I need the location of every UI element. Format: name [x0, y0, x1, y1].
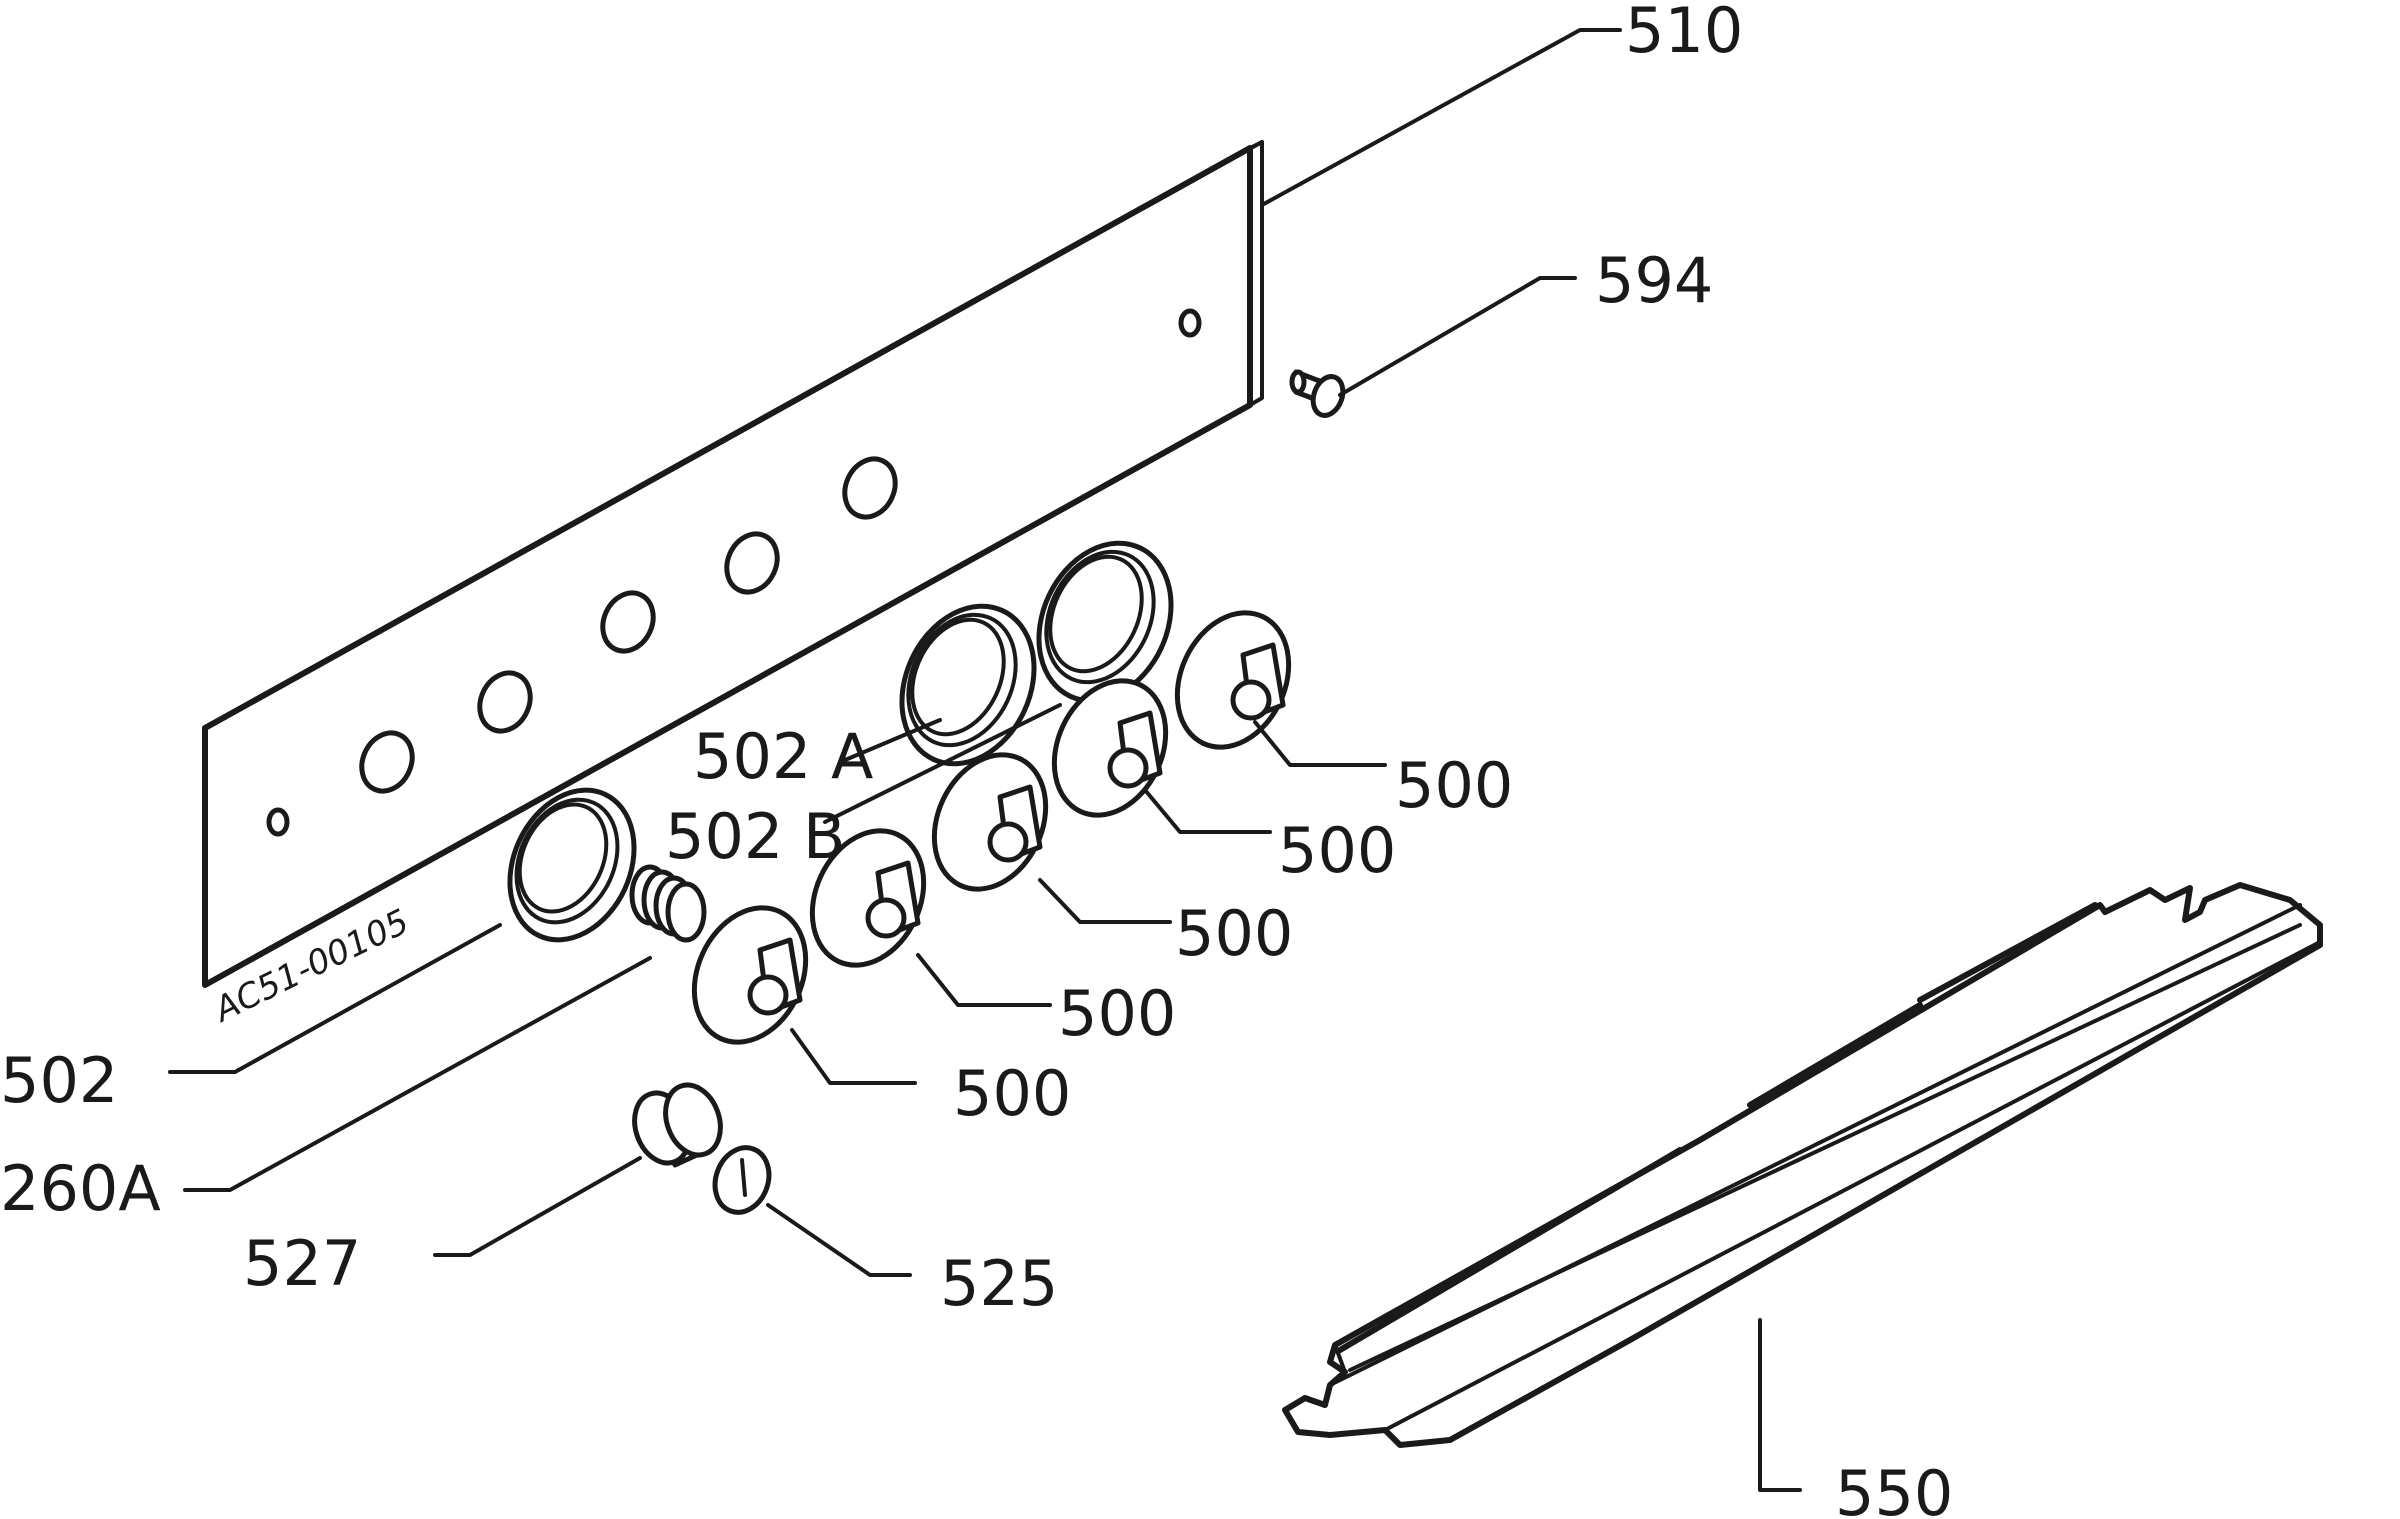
- knob-4: [1051, 678, 1169, 818]
- bezel-ring-502a: [899, 603, 1037, 767]
- label-502b: 502 B: [665, 800, 846, 873]
- knob-1: [691, 905, 809, 1045]
- screw: [1289, 369, 1346, 418]
- control-panel: [202, 140, 1264, 988]
- label-510: 510: [1625, 0, 1743, 67]
- label-260a: 260A: [0, 1152, 161, 1225]
- label-500-4: 500: [1058, 977, 1176, 1050]
- trim-strip: [1282, 882, 2323, 1448]
- label-502a: 502 A: [693, 720, 873, 793]
- panel-knob-hole-3: [600, 590, 656, 654]
- label-527: 527: [243, 1227, 361, 1300]
- label-550: 550: [1835, 1457, 1953, 1519]
- panel-knob-hole-1: [359, 730, 415, 794]
- label-502: 502: [0, 1044, 118, 1117]
- leader-lines: [168, 28, 1802, 1492]
- panel-screw-hole-right: [1178, 308, 1202, 338]
- panel-screw-hole-left: [266, 807, 290, 837]
- bezel-ring-502b: [1036, 540, 1174, 704]
- knob-2: [809, 828, 927, 968]
- label-500-5: 500: [953, 1057, 1071, 1130]
- label-500-3: 500: [1175, 897, 1293, 970]
- button-cap: [712, 1145, 772, 1215]
- panel-knob-hole-4: [724, 531, 780, 595]
- panel-knob-hole-5: [842, 456, 898, 520]
- panel-knob-hole-2: [477, 670, 533, 734]
- bezel-ring-502: [507, 787, 637, 943]
- spring: [629, 864, 707, 943]
- label-500-1: 500: [1395, 749, 1513, 822]
- push-button: [632, 1082, 723, 1168]
- label-594: 594: [1595, 244, 1713, 317]
- knob-3: [931, 752, 1049, 892]
- knob-5: [1174, 610, 1292, 750]
- label-500-2: 500: [1278, 814, 1396, 887]
- label-525: 525: [940, 1247, 1058, 1320]
